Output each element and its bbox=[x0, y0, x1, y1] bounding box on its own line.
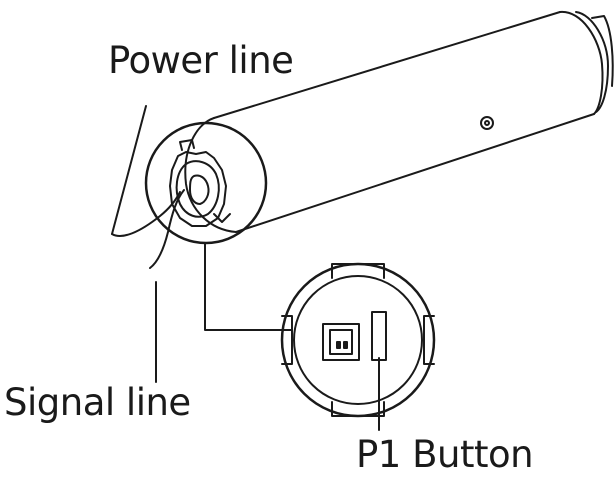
zoom-leader-line bbox=[204, 243, 293, 331]
p1-button-label: P1 Button bbox=[356, 433, 534, 476]
signal-line-label: Signal line bbox=[4, 381, 191, 424]
signal-line-cable bbox=[149, 189, 185, 383]
signal-socket bbox=[322, 323, 360, 361]
connector-end-view bbox=[280, 262, 436, 418]
motor-tube bbox=[184, 10, 614, 233]
power-line-label: Power line bbox=[108, 39, 294, 82]
magnifier-circle bbox=[144, 121, 268, 245]
power-line-cable bbox=[111, 105, 181, 237]
p1-button bbox=[371, 311, 387, 361]
